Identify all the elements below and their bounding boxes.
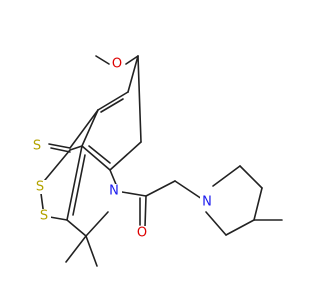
bond-benzene-3 — [81, 109, 99, 147]
atom-s-thione-label: S — [33, 139, 41, 154]
bond-benzene-1 — [127, 55, 139, 93]
bond-ring-to-thione-carbon — [69, 145, 83, 151]
atom-s-ring-upper-label: S — [36, 180, 44, 195]
bond-c-c-fused-double — [72, 154, 86, 216]
atom-o-carbonyl: O — [135, 226, 149, 241]
bond-pip-5 — [205, 211, 227, 236]
bond-benzene-2 — [97, 91, 129, 111]
atom-n-piperidine-label: N — [202, 195, 212, 210]
bond-benzene-2-inner — [100, 98, 124, 113]
bond-benzene-4 — [81, 145, 111, 171]
atom-s-ring-lower-label: S — [40, 209, 48, 224]
bond-methoxy-methyl — [95, 55, 110, 65]
bond-pip-1 — [212, 165, 241, 187]
bond-n-carbonyl — [121, 191, 147, 197]
atom-labels: O S S S N O N — [30, 57, 215, 241]
bond-c-thione-s-double — [50, 147, 71, 153]
bond-cme2-n — [85, 211, 109, 237]
atom-o-methoxy-label: O — [112, 57, 122, 72]
bond-cme2-methyl-1 — [65, 235, 87, 263]
bond-cme2-methyl-2 — [85, 235, 98, 267]
bond-carbonyl-ch2 — [145, 180, 176, 197]
bond-methoxy-o-ring — [125, 55, 139, 65]
bond-c-to-cme2 — [66, 219, 87, 237]
bond-c-c-fused — [66, 145, 83, 221]
atom-s-ring-lower: S — [37, 209, 51, 224]
bond-c-thione-s — [48, 143, 71, 149]
bonds — [39, 55, 283, 267]
atom-o-methoxy: O — [110, 57, 124, 72]
bond-pip-2 — [239, 165, 263, 189]
atom-s-ring-upper: S — [33, 180, 47, 195]
atom-n-piperidine: N — [200, 195, 215, 210]
bond-thione-1 — [69, 109, 99, 149]
bond-benzene-4-inner — [88, 145, 111, 164]
bond-carbonyl-o — [144, 195, 147, 228]
atom-n-quinoline: N — [107, 184, 122, 199]
atom-s-thione: S — [30, 139, 44, 154]
atom-o-carbonyl-label: O — [137, 226, 147, 241]
bond-pip-4 — [225, 219, 255, 236]
bond-benzene-6 — [137, 55, 142, 143]
atom-n-quinoline-label: N — [109, 184, 119, 199]
chemical-structure-diagram: O S S S N O N — [30, 55, 283, 267]
bond-benzene-5 — [109, 141, 142, 171]
bond-pip-3 — [253, 187, 263, 221]
